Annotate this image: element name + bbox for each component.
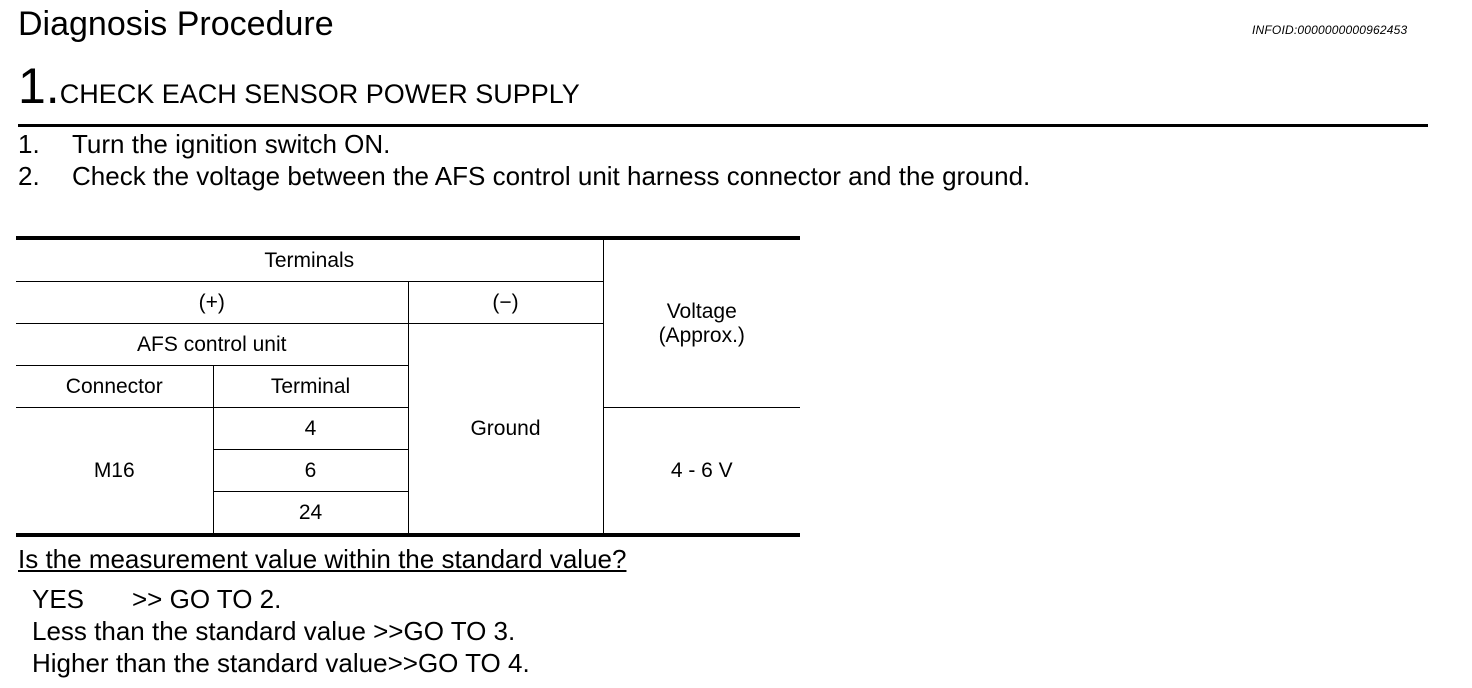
terminal-cell: 24 — [213, 491, 409, 536]
connector-cell: M16 — [16, 407, 214, 536]
unit-header: AFS control unit — [16, 323, 409, 366]
instruction-item: 1. Turn the ignition switch ON. — [18, 128, 1030, 160]
answer-higher-label: Higher than the standard value — [32, 648, 388, 678]
instruction-item: 2. Check the voltage between the AFS cont… — [18, 160, 1030, 192]
terminal-cell: 4 — [212, 407, 409, 450]
answer-higher: Higher than the standard value>>GO TO 4. — [32, 647, 530, 679]
voltage-header-line2: (Approx.) — [658, 323, 745, 347]
step-title: CHECK EACH SENSOR POWER SUPPLY — [59, 79, 580, 109]
step-heading: 1.CHECK EACH SENSOR POWER SUPPLY — [18, 58, 580, 114]
answer-less-action: >>GO TO 3. — [373, 616, 516, 646]
answer-higher-action: >>GO TO 4. — [387, 648, 530, 678]
terminal-cell: 6 — [213, 449, 409, 492]
answer-yes-label: YES — [32, 584, 85, 614]
page-title: Diagnosis Procedure — [18, 5, 334, 43]
answer-less: Less than the standard value >>GO TO 3. — [32, 615, 530, 647]
heading-divider — [18, 124, 1428, 127]
terminal-voltage-table: Terminals Voltage (Approx.) (+) (−) AFS … — [16, 236, 800, 537]
plus-header: (+) — [16, 281, 409, 324]
connector-header: Connector — [16, 365, 214, 408]
answer-less-label: Less than the standard value — [32, 616, 374, 646]
info-id: INFOID:0000000000962453 — [1252, 23, 1408, 37]
instruction-list: 1. Turn the ignition switch ON. 2. Check t… — [18, 128, 1030, 192]
answer-yes-action: >> GO TO 2. — [132, 584, 282, 614]
step-number: 1. — [18, 58, 60, 114]
instruction-text: Check the voltage between the AFS contro… — [72, 161, 1031, 191]
decision-answers: YES >> GO TO 2. Less than the standard va… — [32, 583, 530, 679]
ground-cell: Ground — [407, 323, 604, 536]
instruction-text: Turn the ignition switch ON. — [72, 129, 391, 159]
decision-question: Is the measurement value within the stan… — [18, 544, 627, 574]
instruction-number: 1. — [18, 129, 40, 159]
terminal-header: Terminal — [212, 365, 409, 408]
terminals-header: Terminals — [16, 237, 604, 282]
minus-header: (−) — [407, 281, 604, 324]
answer-yes: YES >> GO TO 2. — [32, 583, 530, 615]
voltage-cell: 4 - 6 V — [602, 407, 800, 536]
voltage-header: Voltage (Approx.) — [602, 237, 800, 408]
voltage-header-line1: Voltage — [666, 299, 737, 323]
instruction-number: 2. — [18, 161, 40, 191]
